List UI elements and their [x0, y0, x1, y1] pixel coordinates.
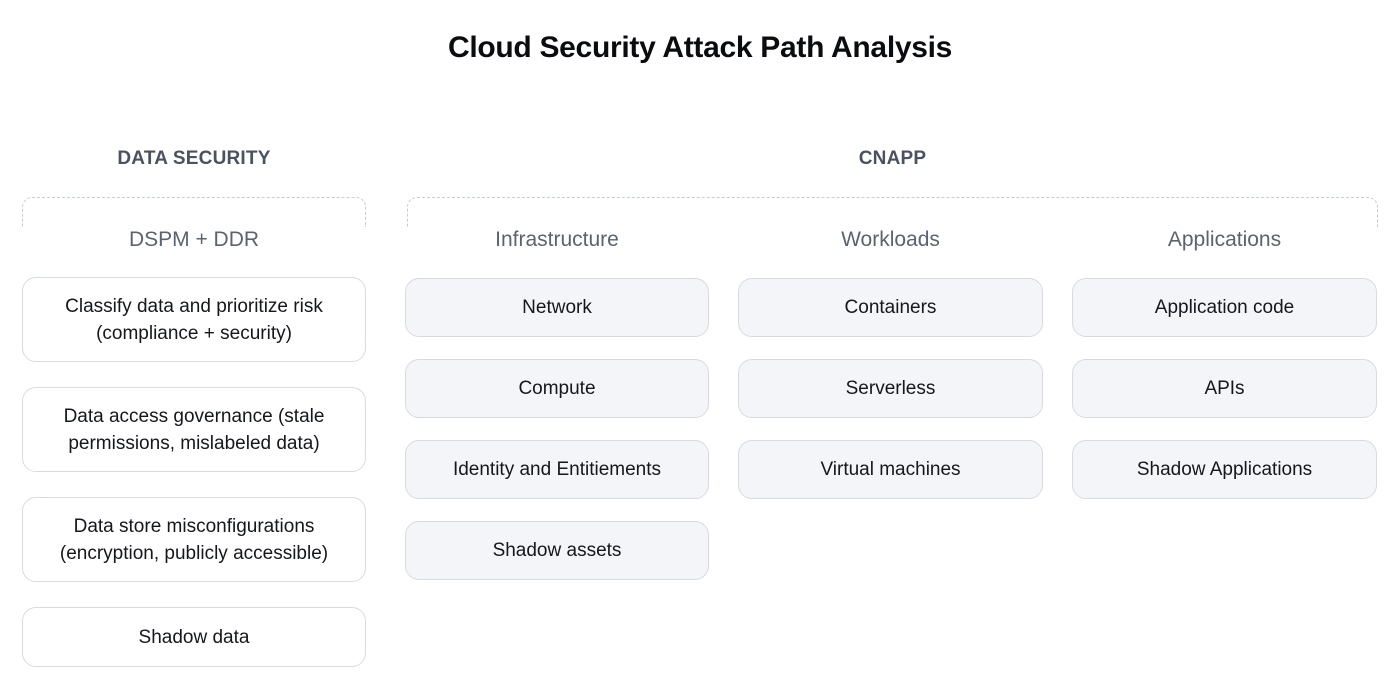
data-security-header: DATA SECURITY	[117, 148, 271, 169]
node-apis: APIs	[1072, 359, 1377, 418]
node-shadow-data: Shadow data	[22, 607, 366, 667]
dspm-ddr-label: DSPM + DDR	[128, 228, 260, 251]
page-title: Cloud Security Attack Path Analysis	[447, 31, 953, 64]
cnapp-header: CNAPP	[858, 148, 927, 169]
node-virtual-machines: Virtual machines	[738, 440, 1043, 499]
node-compute: Compute	[405, 359, 709, 418]
infrastructure-label: Infrastructure	[495, 228, 619, 251]
node-shadow-applications: Shadow Applications	[1072, 440, 1377, 499]
workloads-label: Workloads	[841, 228, 940, 251]
node-classify-data: Classify data and prioritize risk (compl…	[22, 277, 366, 362]
node-data-access-governance: Data access governance (stale permission…	[22, 387, 366, 472]
node-application-code: Application code	[1072, 278, 1377, 337]
node-data-store-misconfigurations: Data store misconfigurations (encryption…	[22, 497, 366, 582]
node-identity-and-entitlements: Identity and Entitiements	[405, 440, 709, 499]
node-shadow-assets: Shadow assets	[405, 521, 709, 580]
data-security-group-outline	[22, 197, 366, 227]
node-serverless: Serverless	[738, 359, 1043, 418]
applications-label: Applications	[1167, 228, 1282, 251]
node-network: Network	[405, 278, 709, 337]
cnapp-group-outline	[407, 197, 1378, 227]
node-containers: Containers	[738, 278, 1043, 337]
